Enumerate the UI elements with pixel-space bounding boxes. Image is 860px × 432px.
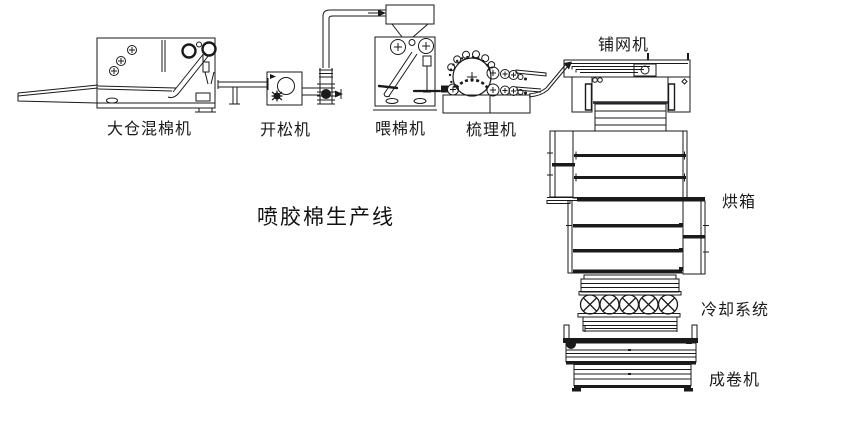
carding-machine-drawing: [414, 51, 572, 113]
label-oven: 烘箱: [722, 194, 757, 211]
label-carding: 梳理机: [466, 122, 518, 139]
mixer-machine-drawing: [18, 38, 216, 112]
transport-pipe-drawing: [317, 9, 386, 105]
feeder-machine-drawing: [373, 5, 437, 110]
label-winder: 成卷机: [709, 372, 761, 389]
opener-machine-drawing: [218, 72, 320, 105]
label-opener: 开松机: [260, 122, 312, 139]
lapper-machine-drawing: [564, 53, 690, 131]
oven-lower-drawing: [566, 197, 709, 274]
label-lapper: 铺网机: [598, 37, 650, 54]
label-feeder: 喂棉机: [375, 121, 427, 138]
cooling-system-drawing: [578, 275, 681, 332]
winder-machine-drawing: [563, 325, 698, 392]
label-mixer: 大仓混棉机: [107, 121, 193, 138]
oven-upper-drawing: [547, 131, 690, 204]
label-cooling: 冷却系统: [701, 302, 770, 319]
diagram-title: 喷胶棉生产线: [257, 206, 395, 229]
